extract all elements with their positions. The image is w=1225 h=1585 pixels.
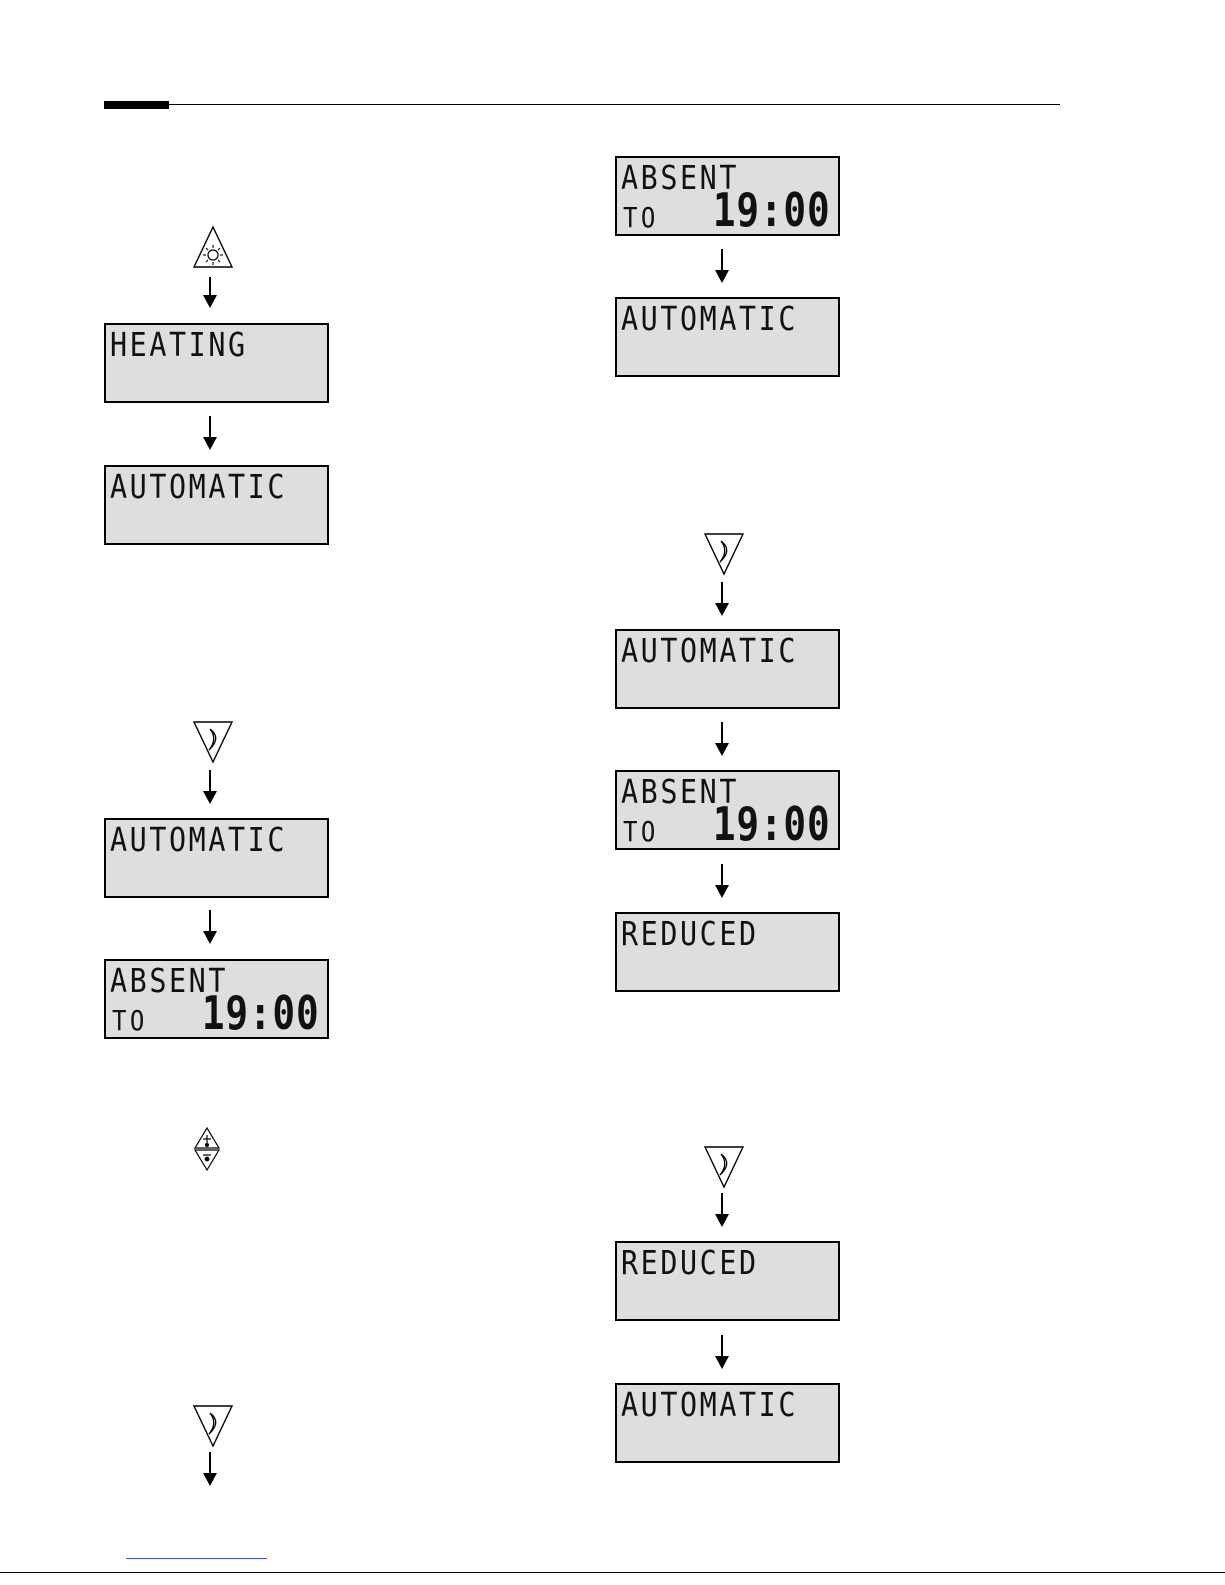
lcd-line-2: TO: [623, 816, 659, 848]
lcd-line-2: TO: [112, 1005, 148, 1037]
flow-arrow: [713, 722, 731, 756]
lcd-display-absent: ABSENT TO 19:00: [104, 959, 329, 1039]
footer-rule: [0, 1572, 1225, 1573]
lcd-time: 19:00: [712, 800, 830, 848]
moon-key-icon[interactable]: [192, 1404, 234, 1448]
lcd-display-reduced: REDUCED: [615, 1241, 840, 1321]
moon-key-icon[interactable]: [192, 720, 234, 764]
lcd-display-automatic: AUTOMATIC: [615, 1383, 840, 1463]
lcd-display-automatic: AUTOMATIC: [615, 629, 840, 709]
lcd-line-1: REDUCED: [621, 916, 759, 952]
lcd-line-1: AUTOMATIC: [110, 469, 287, 505]
header-rule: [106, 104, 1060, 105]
lcd-time: 19:00: [201, 989, 319, 1037]
sun-key-icon[interactable]: [192, 225, 234, 269]
flow-arrow: [713, 864, 731, 898]
flow-arrow: [713, 1335, 731, 1369]
flow-arrow: [713, 1193, 731, 1227]
flow-arrow: [201, 277, 219, 308]
lcd-display-automatic: AUTOMATIC: [104, 465, 329, 545]
lcd-time: 19:00: [712, 186, 830, 234]
header-rule-accent: [104, 101, 169, 109]
footer-link-underline: [126, 1558, 267, 1559]
lcd-display-absent: ABSENT TO 19:00: [615, 770, 840, 850]
flow-arrow: [713, 249, 731, 283]
flow-arrow: [201, 416, 219, 450]
lcd-display-automatic: AUTOMATIC: [615, 297, 840, 377]
flow-arrow: [201, 1452, 219, 1486]
lcd-line-2: TO: [623, 202, 659, 234]
plus-minus-key-icon[interactable]: [193, 1126, 221, 1172]
lcd-line-1: AUTOMATIC: [621, 633, 798, 669]
flow-arrow: [201, 910, 219, 944]
lcd-display-reduced: REDUCED: [615, 912, 840, 992]
flow-arrow: [201, 770, 219, 804]
lcd-line-1: AUTOMATIC: [621, 1387, 798, 1423]
moon-key-icon[interactable]: [703, 532, 745, 576]
lcd-line-1: AUTOMATIC: [621, 301, 798, 337]
lcd-display-absent: ABSENT TO 19:00: [615, 156, 840, 236]
lcd-line-1: HEATING: [110, 327, 248, 363]
lcd-display-automatic: AUTOMATIC: [104, 818, 329, 898]
lcd-line-1: AUTOMATIC: [110, 822, 287, 858]
lcd-display-heating: HEATING: [104, 323, 329, 403]
lcd-line-1: REDUCED: [621, 1245, 759, 1281]
moon-key-icon[interactable]: [703, 1145, 745, 1189]
flow-arrow: [713, 582, 731, 616]
